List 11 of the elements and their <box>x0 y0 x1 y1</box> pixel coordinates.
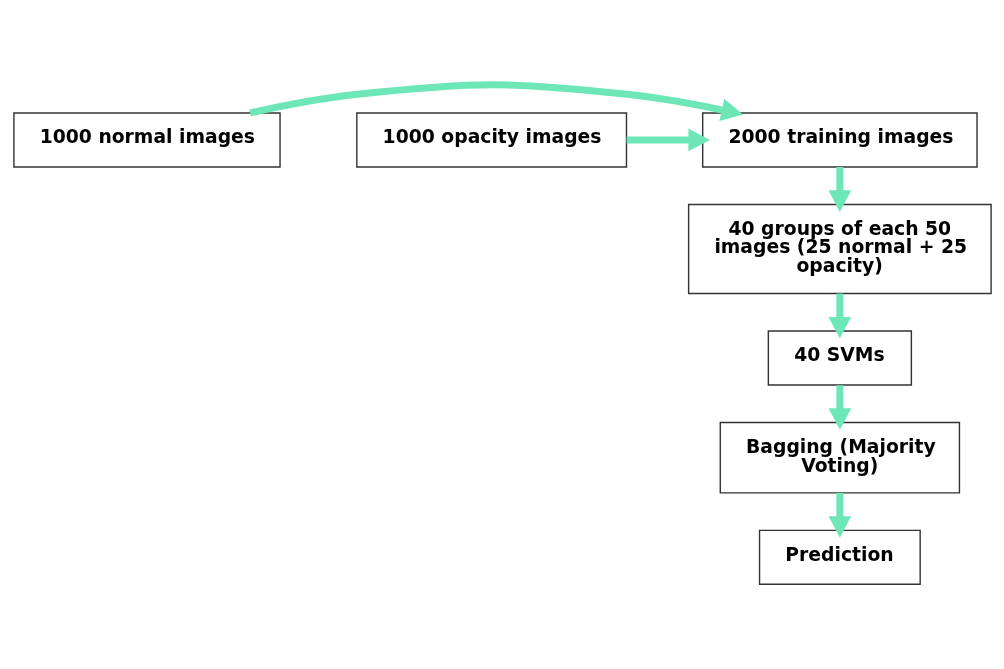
node-box: Bagging (Majority Voting) <box>719 421 960 494</box>
arrow <box>828 492 851 538</box>
node-box: 1000 opacity images <box>355 112 627 168</box>
arrow <box>828 293 851 339</box>
arrow <box>828 166 851 212</box>
arrow <box>248 81 743 122</box>
node-box: 2000 training images <box>701 112 978 168</box>
node-box: 40 SVMs <box>767 330 912 386</box>
node-box: 40 groups of each 50 images (25 normal + 25 opacity) <box>687 203 992 295</box>
node-box: Prediction <box>758 529 921 585</box>
node-box: 1000 normal images <box>12 112 281 168</box>
